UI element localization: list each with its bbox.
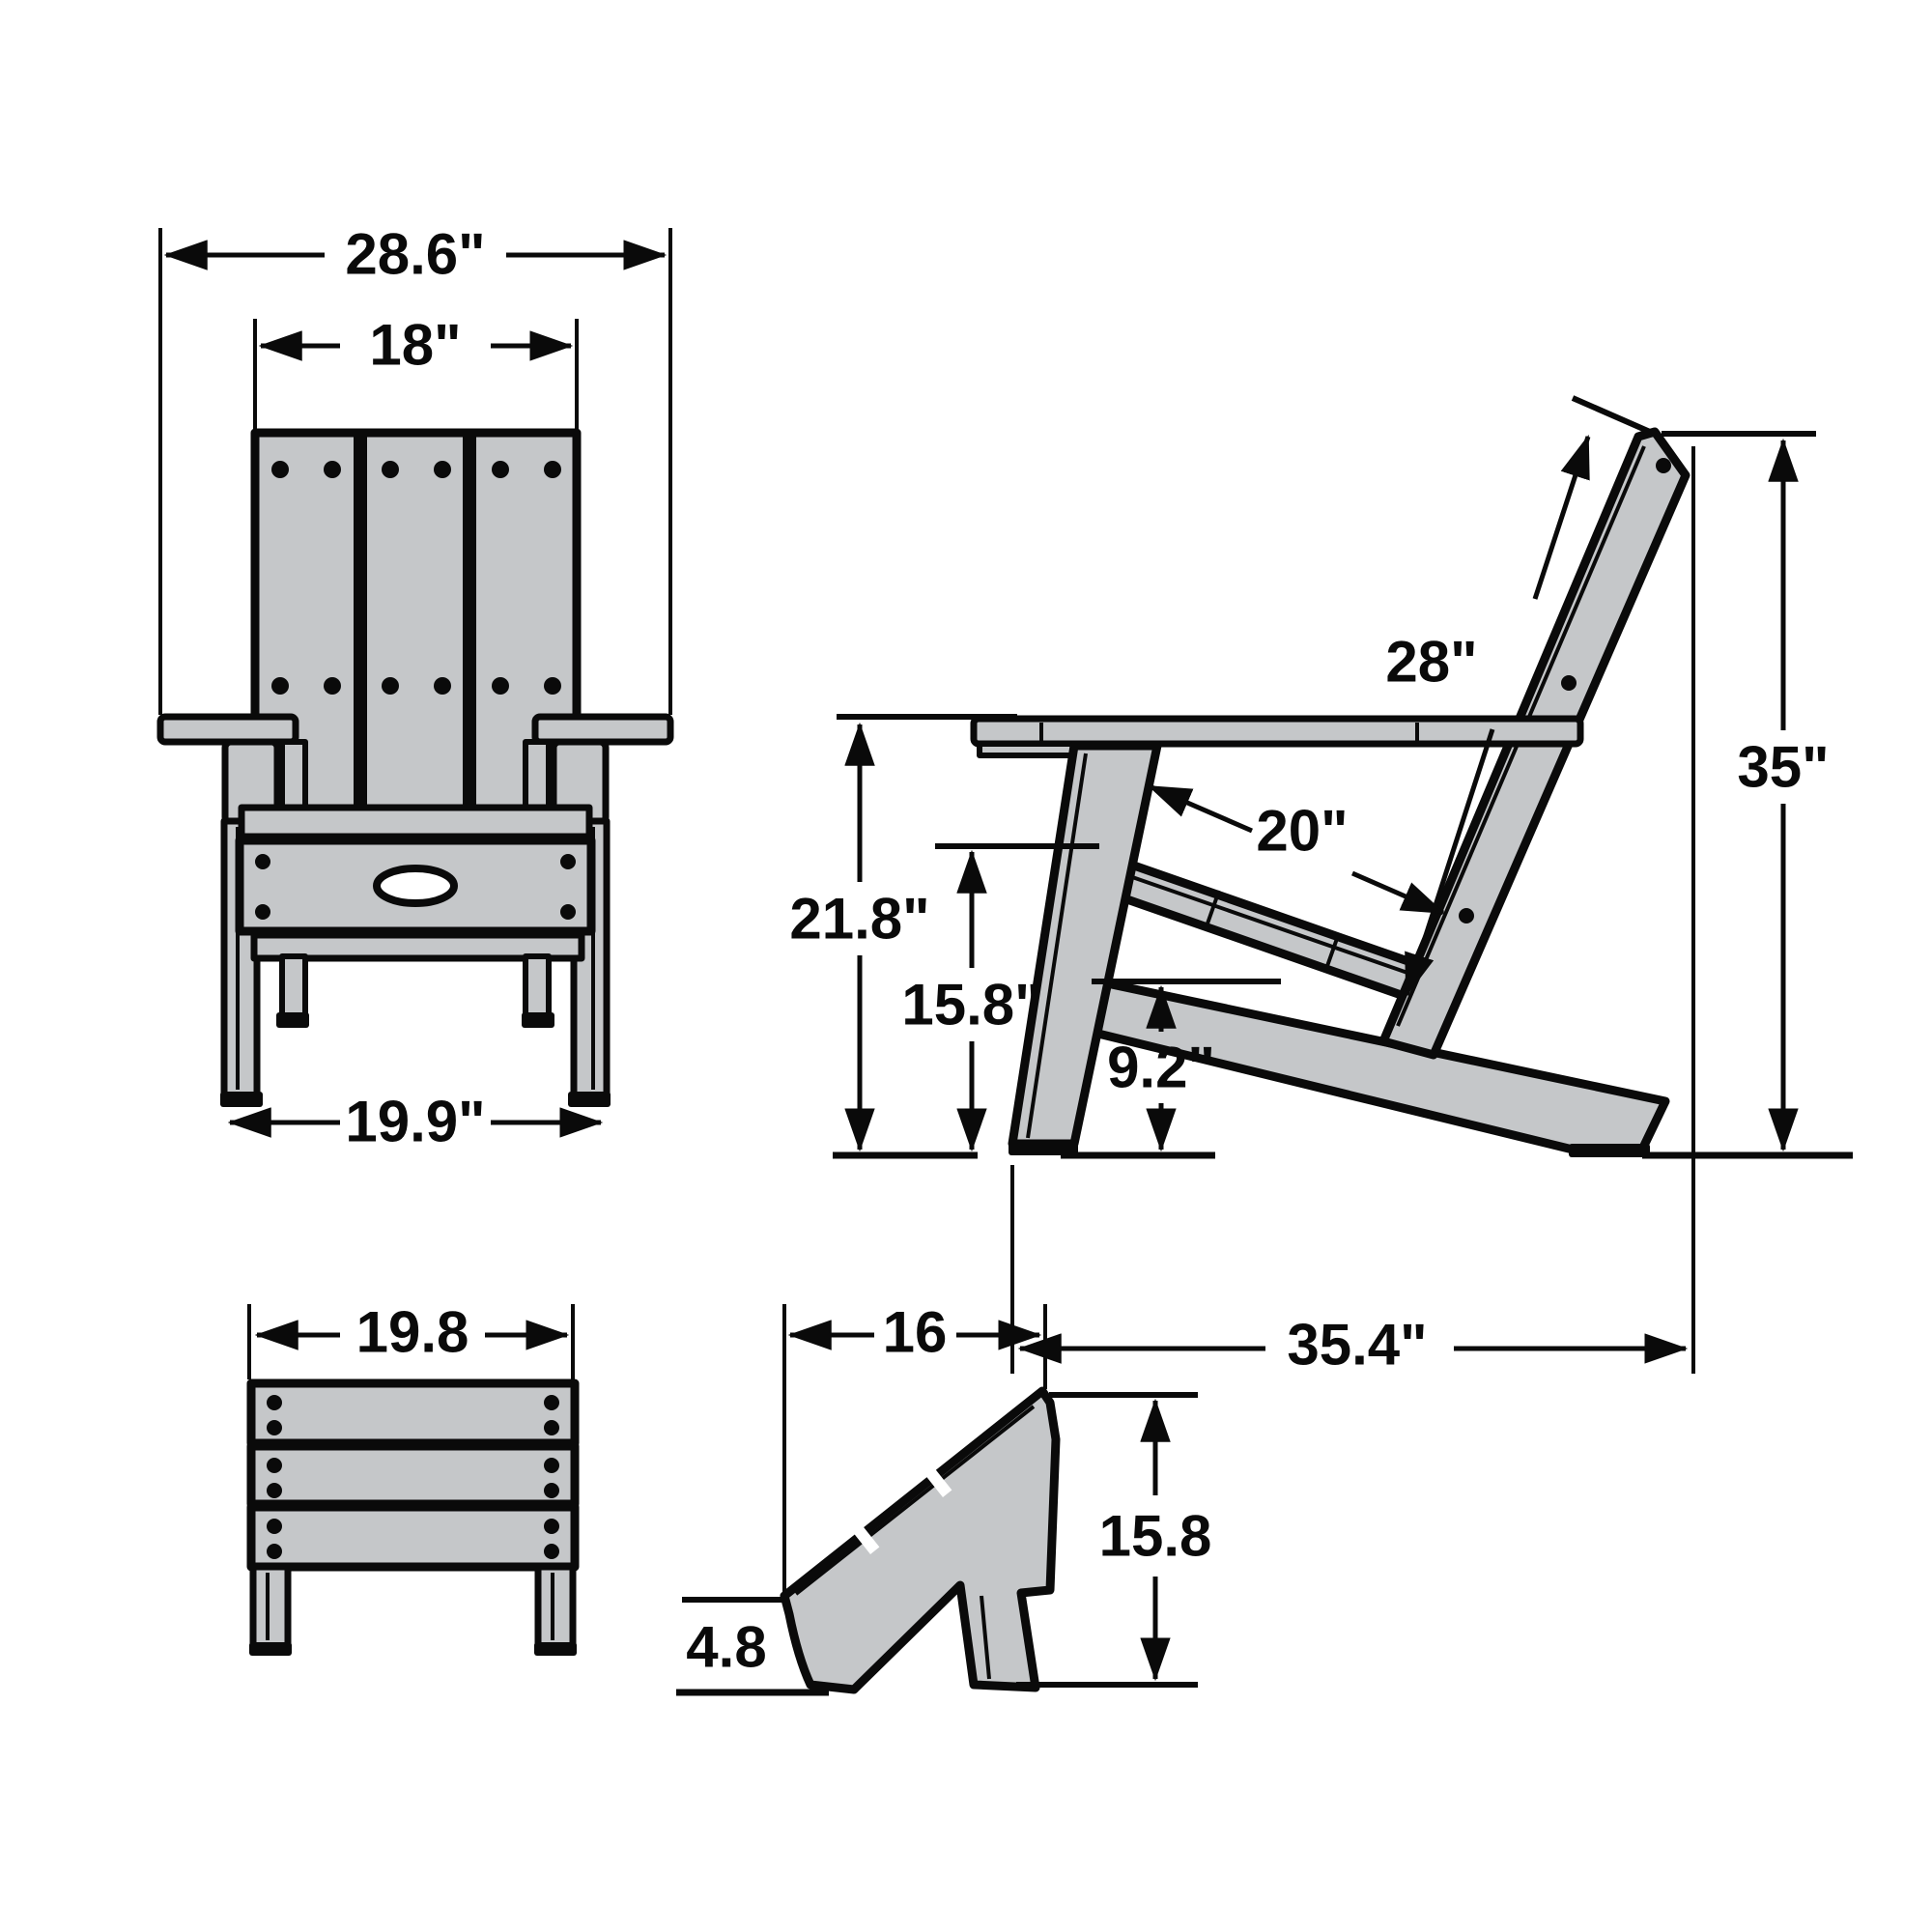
front-apron <box>235 836 596 936</box>
ottoman-screws <box>267 1395 559 1559</box>
dim-ottoman-front-height: 4.8 <box>676 1597 829 1696</box>
dim-overall-depth-label: 35.4" <box>1287 1313 1427 1378</box>
ottoman-slats <box>246 1378 580 1572</box>
chair-side-view: 21.8" 15.8" 9.2" 20" 28" <box>789 395 1853 1378</box>
left-foot <box>220 1092 263 1107</box>
dim-seat-depth-label: 20" <box>1256 799 1348 864</box>
apron-oval-hole <box>373 865 458 907</box>
dim-arm-height: 21.8" <box>789 714 1017 1152</box>
dim-overall-height-label: 35" <box>1737 735 1829 800</box>
rear-foot <box>1569 1144 1650 1157</box>
dim-back-width: 18" <box>253 313 579 431</box>
side-backrest-screws <box>1459 458 1671 923</box>
dim-overall-depth: 35.4" <box>1010 446 1695 1378</box>
dim-overall-width: 28.6" <box>158 222 672 715</box>
dim-ottoman-width: 19.8 <box>247 1300 575 1379</box>
backrest-slat-gap <box>463 433 476 810</box>
right-arm <box>531 713 674 746</box>
dim-overall-height: 35" <box>1662 431 1830 1152</box>
dim-ottoman-front-height-label: 4.8 <box>686 1615 766 1680</box>
ottoman-top-board-edge <box>794 1405 1036 1596</box>
right-frame-stub <box>523 739 552 814</box>
side-front-leg <box>1008 741 1162 1155</box>
ottoman-slat-gap <box>843 1514 880 1554</box>
dim-back-width-label: 18" <box>369 313 461 378</box>
backrest-slat-gap <box>354 433 367 810</box>
dim-base-width: 19.9" <box>227 1090 604 1154</box>
dim-seat-depth: 20" <box>1147 783 1446 916</box>
dim-back-length-label: 28" <box>1385 630 1477 695</box>
dim-seat-rear-height-label: 9.2" <box>1107 1036 1215 1100</box>
left-frame-stub <box>279 739 308 814</box>
left-arm <box>156 713 299 746</box>
ottoman-front-legs <box>249 1563 577 1656</box>
dim-base-width-label: 19.9" <box>345 1090 485 1154</box>
back-rail <box>238 804 593 840</box>
dim-seat-front-height-label: 15.8" <box>901 973 1041 1037</box>
chair-front-view: 28.6" 18" 19.9" <box>156 222 674 1154</box>
chair-front-backrest <box>250 428 582 814</box>
apron-screws <box>255 854 576 920</box>
dim-arm-height-label: 21.8" <box>789 887 929 952</box>
ottoman-wedge-body <box>780 1386 1061 1694</box>
front-foot <box>1009 1140 1078 1155</box>
ottoman-front-view: 19.8 <box>246 1300 580 1656</box>
dim-back-length: 28" <box>1385 395 1652 998</box>
right-foot <box>568 1092 611 1107</box>
dim-ottoman-width-label: 19.8 <box>356 1300 469 1365</box>
dim-seat-front-height: 15.8" <box>901 843 1099 1152</box>
seat-slat-joint <box>1206 890 1221 924</box>
backrest-screws <box>271 461 561 695</box>
seat-slat-joint <box>1325 932 1341 967</box>
side-arm <box>970 715 1584 758</box>
dim-seat-rear-height: 9.2" <box>1092 979 1281 1152</box>
dim-ottoman-height-label: 15.8 <box>1099 1504 1212 1569</box>
dim-overall-width-label: 28.6" <box>345 222 485 287</box>
dim-ottoman-depth-label: 16 <box>883 1300 948 1365</box>
backrest-panel <box>250 428 582 814</box>
ottoman-side-view: 16 15.8 4.8 <box>676 1300 1212 1696</box>
dim-ottoman-depth: 16 <box>782 1300 1047 1600</box>
inner-posts <box>276 953 554 1028</box>
ottoman-slat-gap <box>916 1457 952 1497</box>
dim-ottoman-height: 15.8 <box>1016 1392 1212 1688</box>
seat-crossbar <box>250 931 585 962</box>
ottoman-leg-joint <box>980 1595 991 1680</box>
